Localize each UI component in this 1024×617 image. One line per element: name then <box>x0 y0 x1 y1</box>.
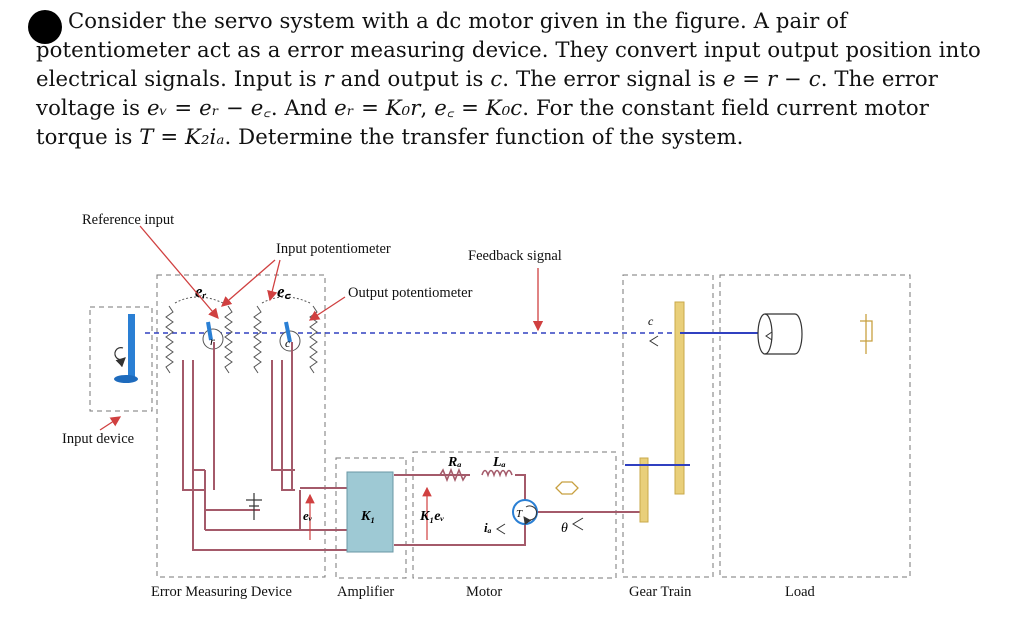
input-pot-arrow-1 <box>221 259 276 307</box>
ev-label: eᵥ <box>303 508 313 523</box>
input-rotation-arrow <box>114 347 126 368</box>
pointer-arrows <box>99 225 346 431</box>
output-pot-resistor-left <box>253 305 262 374</box>
input-base <box>114 375 138 383</box>
label-reference-input: Reference input <box>82 212 174 228</box>
question-part: Consider the servo system with a dc moto… <box>36 8 981 91</box>
eq-er: eᵣ = K₀r <box>334 95 421 120</box>
bullet-marker <box>28 10 62 44</box>
theta-arrow <box>572 517 584 531</box>
output-pot-c-label: c <box>285 336 291 350</box>
question-part: and output is <box>333 66 491 91</box>
gear-train: c <box>625 301 765 523</box>
gear-train-box <box>622 274 714 578</box>
battery-icon <box>246 493 262 520</box>
question-part: . The error signal is <box>502 66 723 91</box>
output-pot-arc <box>261 296 311 304</box>
wire <box>394 524 526 546</box>
input-device-arrow <box>99 416 122 431</box>
question-text: Consider the servo system with a dc moto… <box>36 6 996 151</box>
wire <box>271 360 295 471</box>
label-output-potentiometer: Output potentiometer <box>348 285 473 301</box>
input-device <box>114 314 138 383</box>
ia-label: iₐ <box>484 520 492 535</box>
motor-box <box>412 451 617 579</box>
output-potentiometer: c e꜀ <box>253 282 318 374</box>
amplifier-block <box>346 471 394 553</box>
error-measuring-box <box>156 274 326 578</box>
er-label: eᵣ <box>195 282 207 301</box>
label-load: Load <box>785 584 816 600</box>
label-input-device: Input device <box>62 431 134 447</box>
la-label: Lₐ <box>492 455 506 470</box>
label-motor: Motor <box>466 584 502 600</box>
eq-error-voltage: eᵥ = eᵣ − e꜀ <box>146 95 271 120</box>
eq-error: e = r − c <box>722 66 821 91</box>
gear-c-label: c <box>648 314 654 328</box>
figure-labels: Reference input Input potentiometer Feed… <box>62 212 816 600</box>
wiring <box>182 342 640 551</box>
question-part: . The error voltage is <box>36 66 939 120</box>
wire <box>281 360 295 491</box>
input-potentiometer: r eᵣ <box>165 282 233 374</box>
load-body <box>765 313 803 355</box>
armature-resistor <box>439 467 467 483</box>
motor-shaft-icon <box>555 481 579 495</box>
input-pot-resistor-right <box>224 305 233 374</box>
label-input-potentiometer: Input potentiometer <box>276 241 391 257</box>
question-part: . And <box>270 95 335 120</box>
torque-label: T <box>516 508 523 520</box>
wire <box>192 470 350 551</box>
ec-label: e꜀ <box>277 282 292 301</box>
dashed-boxes <box>89 274 911 579</box>
input-pot-wiper <box>206 321 213 341</box>
input-shaft <box>128 314 135 380</box>
input-pot-arrow-2 <box>267 259 281 302</box>
eq-ec: e꜀ = K₀c <box>434 95 523 120</box>
input-device-box <box>89 306 153 412</box>
ra-label: Rₐ <box>447 455 462 470</box>
load-icon <box>757 313 803 355</box>
load-box <box>719 274 911 578</box>
var-r: r <box>323 66 334 91</box>
input-pot-arc <box>174 296 224 304</box>
output-pot-wiper <box>284 321 292 343</box>
torque-rotation-arrow <box>523 505 538 526</box>
wire <box>192 360 205 471</box>
armature-inductor <box>481 469 513 478</box>
damper-cylinder <box>860 320 873 342</box>
label-gear-train: Gear Train <box>629 584 692 600</box>
label-feedback-signal: Feedback signal <box>468 248 562 264</box>
output-pot-arrow <box>308 296 346 321</box>
question-part: . Determine the transfer function of the… <box>224 124 744 149</box>
ia-arrow <box>496 523 506 535</box>
load-rotation-arrow <box>765 331 773 341</box>
input-pot-resistor-left <box>165 305 174 374</box>
var-c: c <box>490 66 503 91</box>
wire <box>182 360 205 491</box>
eq-torque: T = K₂iₐ <box>139 124 225 149</box>
wire <box>515 474 526 500</box>
question-part: . For the constant field current motor t… <box>36 95 930 149</box>
label-error-measuring-device: Error Measuring Device <box>151 584 292 600</box>
input-pot-r-label: r <box>210 334 215 348</box>
load-damper-icon <box>860 314 873 354</box>
k1ev-label: K₁eᵥ <box>419 509 444 524</box>
question-part: , <box>420 95 435 120</box>
reference-input-arrow <box>139 225 219 319</box>
theta-label: θ <box>561 521 568 536</box>
amplifier-box <box>335 457 407 579</box>
small-gear <box>639 457 649 523</box>
label-amplifier: Amplifier <box>337 584 394 600</box>
gear-rotation-arrow <box>649 335 659 347</box>
k1-label: K₁ <box>360 509 375 524</box>
large-gear <box>674 301 685 495</box>
